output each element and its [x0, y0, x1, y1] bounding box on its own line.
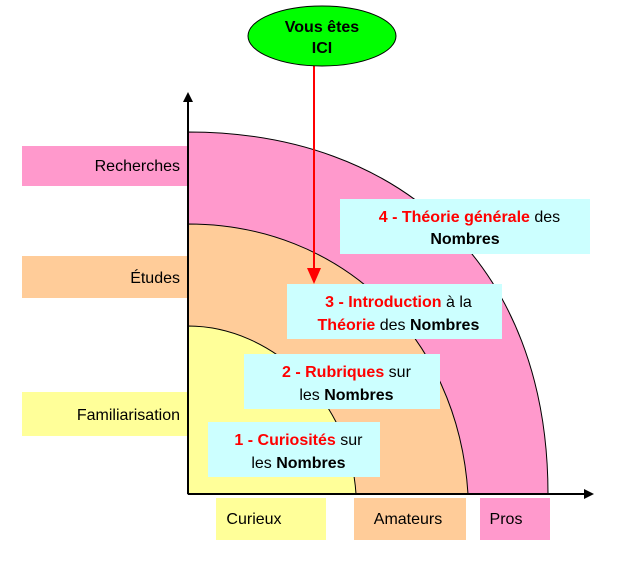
x-band-amateurs — [354, 498, 466, 540]
y-band-familiarisation — [22, 392, 188, 436]
zone-2-box — [244, 354, 440, 409]
y-label-etudes: Études — [130, 268, 180, 287]
zone-1-box — [208, 422, 380, 477]
x-band-curieux — [216, 498, 326, 540]
x-label-pros: Pros — [490, 511, 523, 528]
zone-4-line1: 4 - Théorie générale des — [357, 209, 574, 226]
zone-3-box — [287, 284, 502, 339]
y-label-recherches: Recherches — [95, 158, 180, 175]
you-are-here-arrowhead — [307, 268, 321, 284]
y-band-recherches — [22, 146, 188, 186]
you-are-here-bubble — [247, 5, 397, 67]
zone-4-box — [340, 199, 590, 254]
x-label-curieux: Curieux — [226, 511, 281, 528]
you-are-here-line1: Vous êtes — [285, 19, 360, 36]
zone-2-line2: les Nombres — [277, 387, 407, 404]
y-band-etudes — [22, 256, 188, 298]
zone-1-line2: les Nombres — [229, 455, 359, 472]
zone-3-line2: Théorie des Nombres — [295, 317, 492, 334]
zone-1-line1: 1 - Curiosités sur — [212, 432, 376, 449]
x-band-pros — [480, 498, 550, 540]
zone-3-line1: 3 - Introduction à la — [303, 294, 485, 311]
zone-2-line1: 2 - Rubriques sur — [260, 364, 425, 381]
x-label-amateurs: Amateurs — [374, 511, 442, 528]
zone-4-line2: Nombres — [430, 231, 499, 248]
y-label-familiarisation: Familiarisation — [77, 407, 180, 424]
you-are-here-line2: ICI — [312, 40, 332, 57]
